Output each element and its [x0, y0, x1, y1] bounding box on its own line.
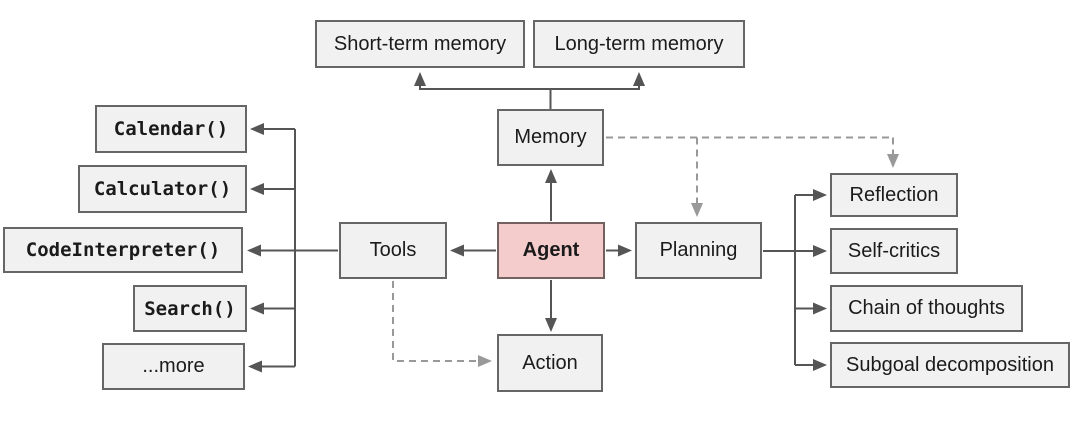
node-label: Action — [522, 351, 578, 374]
node-label: Subgoal decomposition — [846, 353, 1054, 376]
node-label: Agent — [522, 239, 580, 261]
node-calendar-tool: Calendar() — [95, 105, 247, 153]
node-self-critics: Self-critics — [830, 228, 958, 274]
node-subgoal-decomposition: Subgoal decomposition — [830, 342, 1070, 388]
node-label: CodeInterpreter() — [25, 239, 221, 261]
node-calculator-tool: Calculator() — [78, 165, 247, 213]
node-action: Action — [497, 334, 603, 392]
edge-tools-action-dashed — [392, 281, 492, 367]
node-label: Search() — [144, 297, 236, 320]
node-label: Calculator() — [93, 178, 232, 200]
node-code-interpreter-tool: CodeInterpreter() — [3, 227, 243, 273]
node-label: Long-term memory — [554, 32, 724, 55]
node-long-term-memory: Long-term memory — [533, 20, 745, 68]
node-search-tool: Search() — [133, 285, 247, 332]
edge-memory-branch-trunk — [420, 88, 639, 110]
node-label: ...more — [142, 355, 205, 377]
node-tools: Tools — [339, 222, 447, 279]
node-more-tools: ...more — [102, 343, 245, 390]
node-short-term-memory: Short-term memory — [315, 20, 525, 68]
node-label: Calendar() — [113, 118, 229, 140]
node-reflection: Reflection — [830, 173, 958, 217]
node-label: Chain of thoughts — [848, 297, 1005, 319]
node-memory: Memory — [497, 109, 604, 166]
node-agent: Agent — [497, 222, 605, 279]
edge-planning-trunk — [763, 195, 796, 365]
node-label: Self-critics — [847, 239, 941, 262]
node-planning: Planning — [635, 222, 762, 279]
node-label: Tools — [369, 239, 417, 261]
node-label: Memory — [514, 126, 587, 148]
node-label: Planning — [659, 239, 738, 261]
node-label: Reflection — [849, 183, 939, 206]
node-chain-of-thoughts: Chain of thoughts — [830, 285, 1023, 332]
node-label: Short-term memory — [333, 32, 507, 55]
